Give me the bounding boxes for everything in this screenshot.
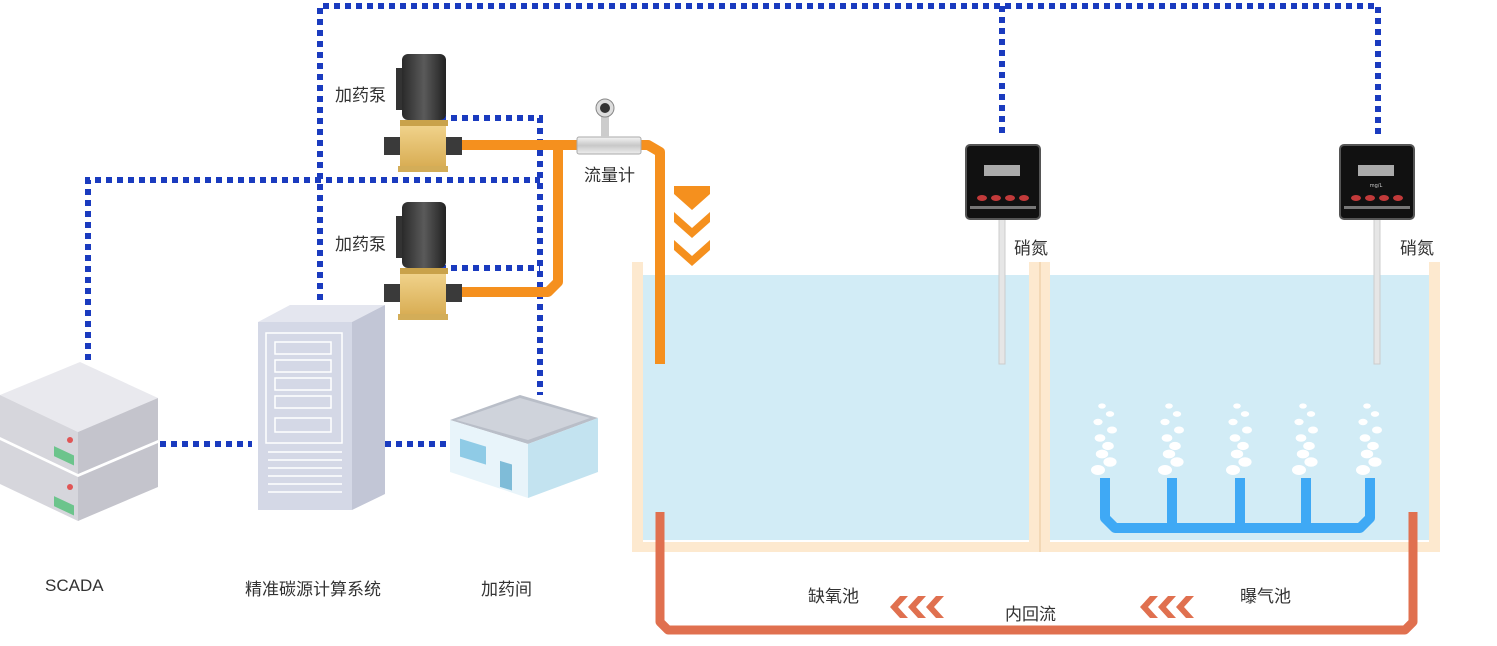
air-bubble: [1093, 418, 1103, 426]
air-bubble: [1160, 418, 1170, 426]
bubble-plume: [1356, 403, 1382, 475]
pump-2-label: 加药泵: [335, 235, 386, 255]
air-bubble: [1238, 457, 1252, 467]
air-bubble: [1370, 411, 1380, 417]
anoxic-tank-label: 缺氧池: [808, 587, 859, 607]
air-bubble: [1358, 418, 1368, 426]
sensor-1-label: 硝氮: [1014, 239, 1048, 259]
nitrate-sensor-2[interactable]: mg/L: [1339, 144, 1415, 365]
flow-down-arrows: [674, 186, 710, 266]
air-bubble: [1356, 465, 1370, 475]
air-bubble: [1228, 418, 1238, 426]
air-bubble: [1172, 411, 1182, 417]
air-bubble: [1098, 403, 1106, 409]
air-bubble: [1303, 441, 1315, 451]
air-bubble: [1162, 449, 1176, 459]
scada-label: SCADA: [45, 576, 104, 595]
air-bubbles: [1091, 403, 1382, 475]
air-bubble: [1367, 441, 1379, 451]
air-bubble: [1170, 457, 1184, 467]
air-bubble: [1158, 465, 1172, 475]
air-bubble: [1372, 426, 1382, 434]
air-bubble: [1091, 465, 1105, 475]
scada-server[interactable]: [0, 362, 158, 521]
reflux-arrows: [890, 596, 1194, 618]
air-bubble: [1359, 434, 1371, 442]
air-bubble: [1299, 403, 1307, 409]
air-bubble: [1102, 441, 1114, 451]
bubble-plume: [1292, 403, 1318, 475]
air-bubble: [1242, 426, 1252, 434]
air-bubble: [1294, 418, 1304, 426]
bubble-plume: [1091, 403, 1117, 475]
air-bubble: [1230, 449, 1244, 459]
air-bubble: [1161, 434, 1173, 442]
carbon-calc-server[interactable]: [258, 305, 385, 510]
bubble-plume: [1158, 403, 1184, 475]
sensor-unit-label: mg/L: [1370, 183, 1383, 189]
flowmeter-label: 流量计: [584, 166, 635, 186]
signal-lines: [85, 3, 1381, 447]
anoxic-tank-water: [643, 275, 1029, 540]
air-bubble: [1105, 411, 1115, 417]
aeration-tank-label: 曝气池: [1240, 587, 1291, 607]
air-bubble: [1240, 411, 1250, 417]
air-bubble: [1169, 441, 1181, 451]
dosing-pump-2[interactable]: [384, 202, 462, 320]
calc-system-label: 精准碳源计算系统: [245, 580, 381, 600]
internal-reflux-pipe: [655, 512, 1418, 635]
dosing-room-label: 加药间: [481, 580, 532, 600]
internal-reflux-label: 内回流: [1005, 605, 1056, 625]
air-bubble: [1296, 449, 1310, 459]
air-bubble: [1360, 449, 1374, 459]
air-bubble: [1165, 403, 1173, 409]
air-bubble: [1226, 465, 1240, 475]
air-bubble: [1292, 465, 1306, 475]
air-bubble: [1363, 403, 1371, 409]
dosing-pipes: [455, 140, 665, 364]
air-bubble: [1368, 457, 1382, 467]
air-bubble: [1304, 457, 1318, 467]
air-bubble: [1095, 449, 1109, 459]
air-bubble: [1308, 426, 1318, 434]
air-bubble: [1107, 426, 1117, 434]
aeration-pipe: [1100, 478, 1375, 533]
air-bubble: [1295, 434, 1307, 442]
air-bubble: [1233, 403, 1241, 409]
air-bubble: [1306, 411, 1316, 417]
air-bubble: [1094, 434, 1106, 442]
dosing-room-building[interactable]: [450, 395, 598, 498]
air-bubble: [1237, 441, 1249, 451]
dosing-pump-1[interactable]: [384, 54, 462, 172]
air-bubble: [1174, 426, 1184, 434]
tank-frame: [632, 262, 1440, 552]
sensor-2-label: 硝氮: [1400, 239, 1434, 259]
pump-1-label: 加药泵: [335, 86, 386, 106]
air-bubble: [1229, 434, 1241, 442]
air-bubble: [1103, 457, 1117, 467]
nitrate-sensor-1[interactable]: [965, 144, 1041, 365]
bubble-plume: [1226, 403, 1252, 475]
flowmeter[interactable]: [576, 98, 642, 155]
